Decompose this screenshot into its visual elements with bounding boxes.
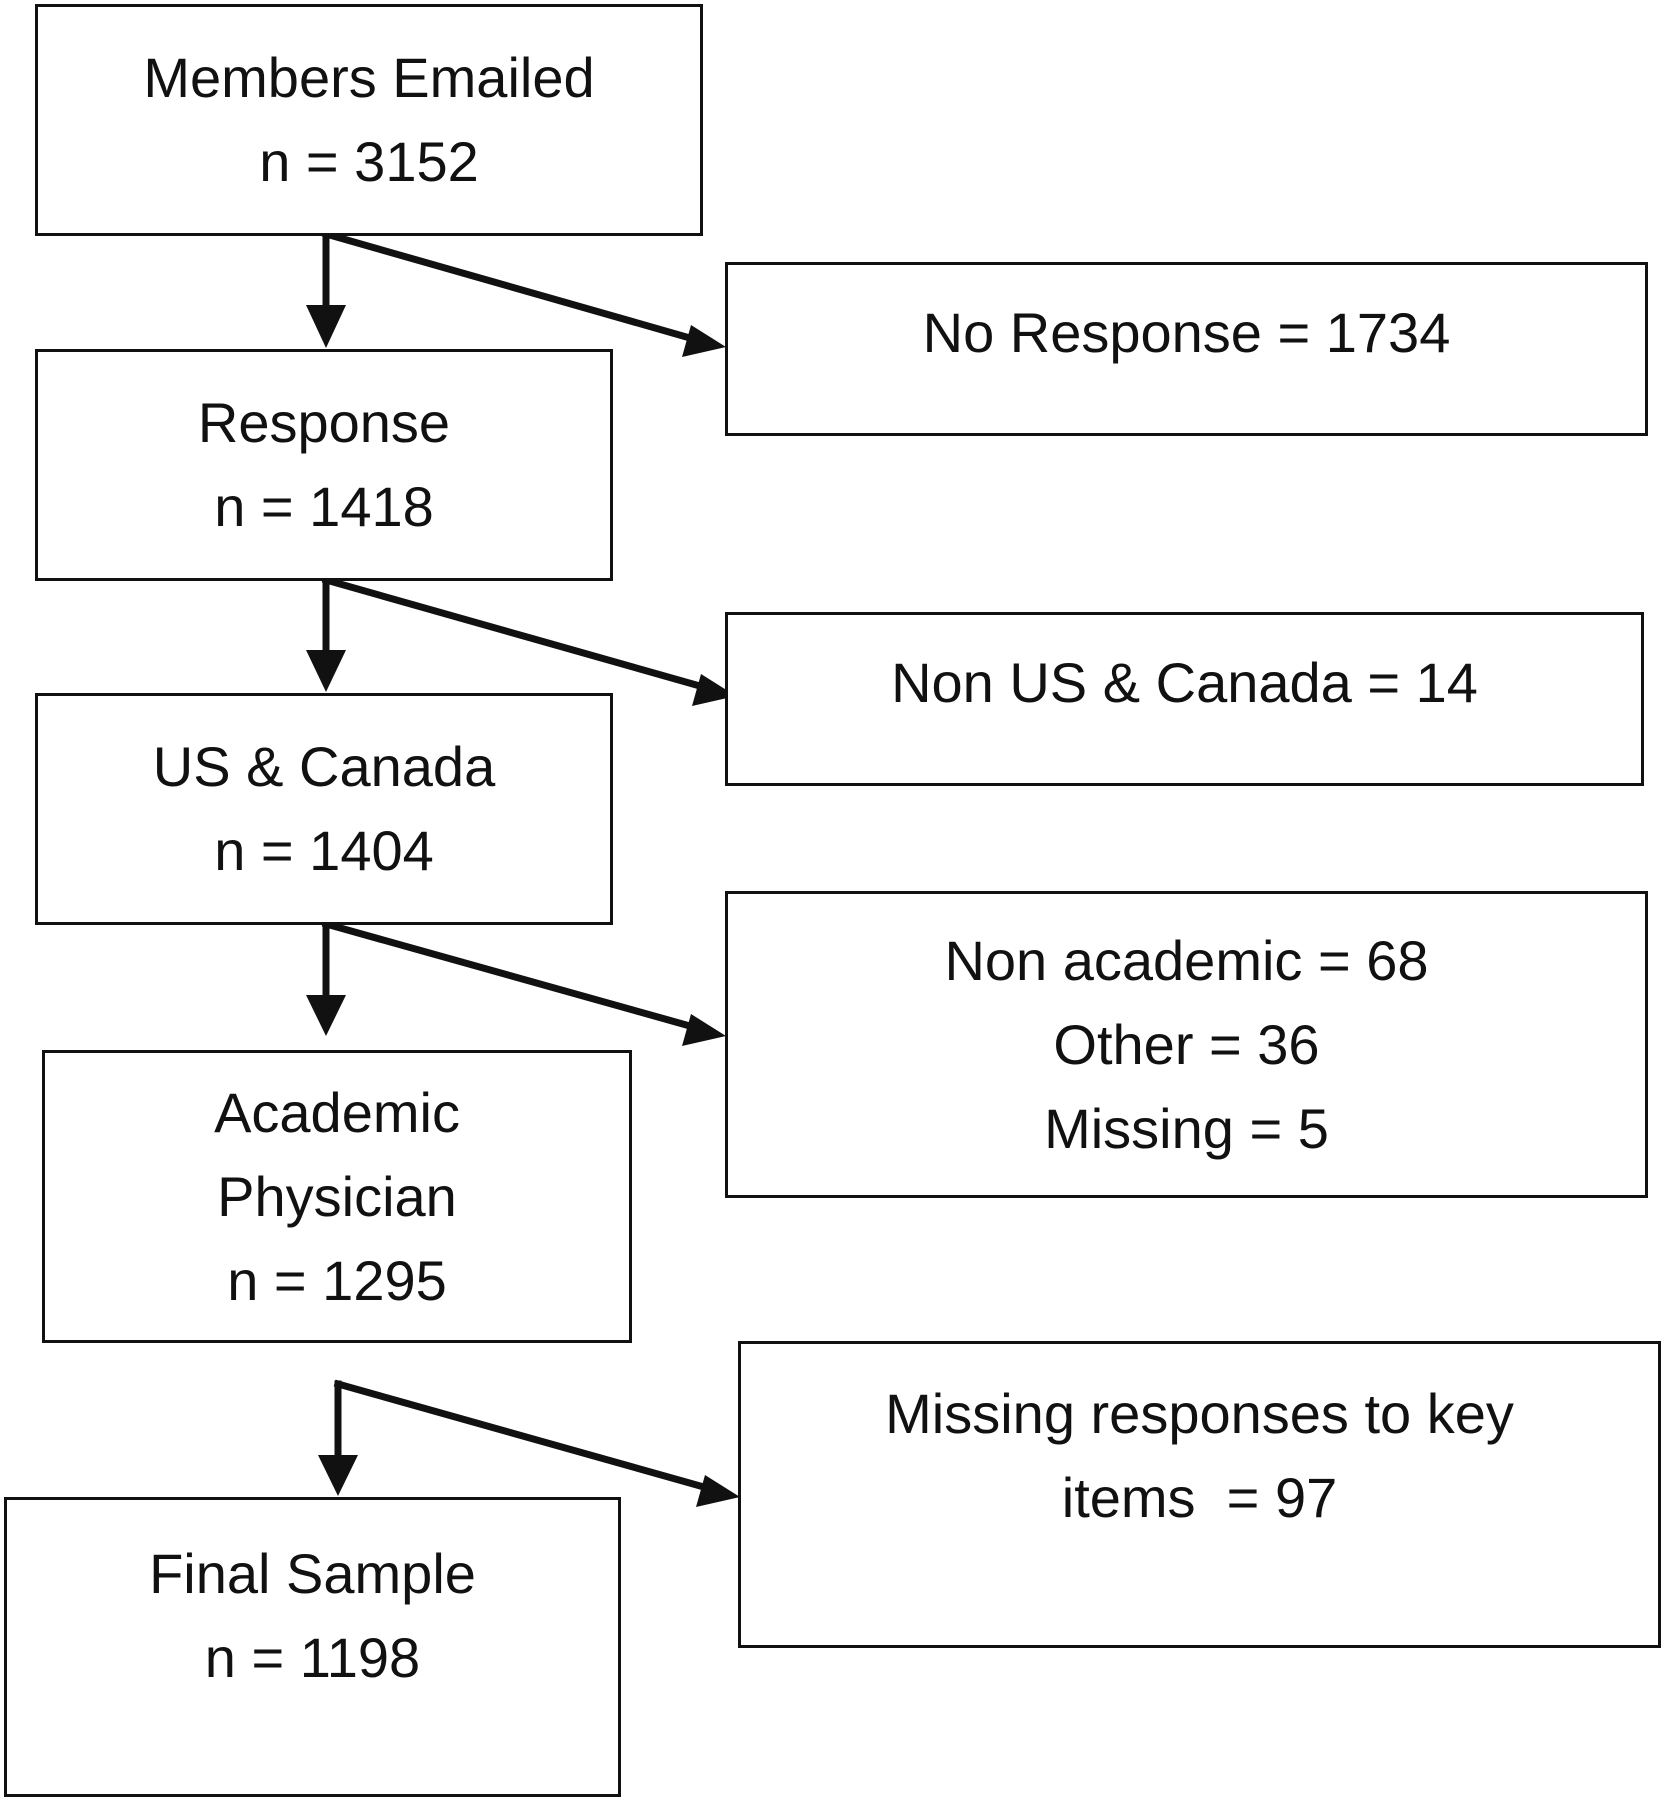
final-sample-label: Final Sample	[149, 1542, 476, 1605]
final-sample-count: n = 1198	[204, 1626, 421, 1689]
arrowhead-academic-to-missing	[696, 1475, 740, 1507]
arrow-uscanada-to-excluded	[321, 919, 695, 1031]
arrowhead-emailed-to-noresponse	[682, 325, 726, 357]
us-canada-label: US & Canada	[152, 735, 496, 798]
response-box: Response n = 1418	[35, 349, 613, 581]
us-canada-box: US & Canada n = 1404	[35, 693, 613, 925]
missing-responses-label-line1: Missing responses to key	[885, 1382, 1514, 1445]
arrowhead-response-to-uscanada	[306, 650, 346, 692]
members-emailed-box: Members Emailed n = 3152	[35, 4, 703, 236]
missing-responses-box: Missing responses to key items = 97	[738, 1341, 1661, 1648]
non-academic-count: Non academic = 68	[944, 928, 1429, 992]
academic-physician-count: n = 1295	[227, 1248, 447, 1312]
arrowhead-uscanada-to-excluded	[682, 1014, 726, 1046]
non-us-canada-label: Non US & Canada = 14	[891, 651, 1478, 714]
us-canada-count: n = 1404	[214, 819, 434, 882]
missing-responses-label-line2: items = 97	[1061, 1466, 1338, 1529]
members-emailed-label: Members Emailed	[143, 46, 595, 109]
response-label: Response	[197, 391, 451, 454]
no-response-box: No Response = 1734	[725, 262, 1648, 436]
no-response-label: No Response = 1734	[922, 301, 1451, 364]
academic-physician-label-line1: Academic	[214, 1080, 460, 1144]
missing-count: Missing = 5	[1044, 1096, 1329, 1160]
members-emailed-count: n = 3152	[259, 130, 479, 193]
non-us-canada-box: Non US & Canada = 14	[725, 612, 1644, 786]
arrow-emailed-to-noresponse	[321, 229, 695, 343]
arrow-response-to-nonus	[321, 575, 705, 691]
arrowhead-uscanada-to-academic	[306, 995, 346, 1036]
final-sample-box: Final Sample n = 1198	[4, 1497, 621, 1797]
arrowhead-emailed-to-response	[306, 305, 346, 348]
arrow-academic-to-missing	[333, 1379, 709, 1492]
academic-physician-label-line2: Physician	[217, 1164, 457, 1228]
other-count: Other = 36	[1053, 1012, 1320, 1076]
academic-physician-box: Academic Physician n = 1295	[42, 1050, 632, 1343]
excluded-box: Non academic = 68 Other = 36 Missing = 5	[725, 891, 1648, 1198]
response-count: n = 1418	[214, 475, 434, 538]
arrowhead-academic-to-final	[318, 1455, 358, 1496]
